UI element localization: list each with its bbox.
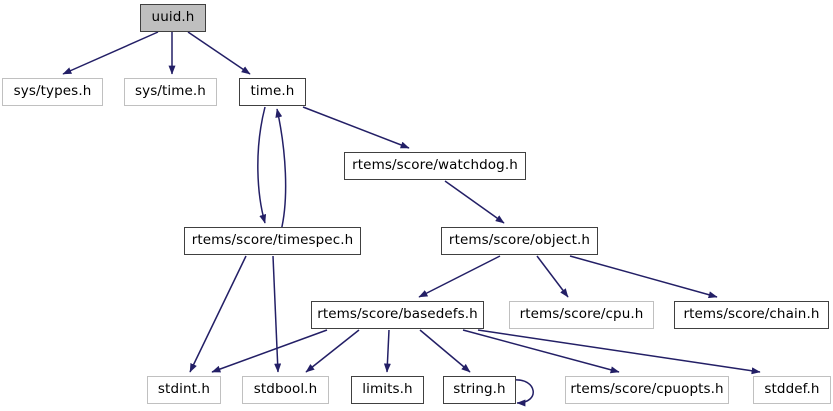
node-uuid-h[interactable]: uuid.h xyxy=(140,4,206,32)
node-label: rtems/score/cpu.h xyxy=(519,306,644,323)
node-rtems-score-object-h[interactable]: rtems/score/object.h xyxy=(441,227,598,255)
edge-time-to-watchdog xyxy=(302,106,410,149)
node-label: rtems/score/basedefs.h xyxy=(317,306,478,323)
node-time-h[interactable]: time.h xyxy=(239,78,306,106)
node-label: rtems/score/chain.h xyxy=(683,306,820,323)
node-label: stdint.h xyxy=(157,381,211,398)
node-string-h[interactable]: string.h xyxy=(443,376,516,404)
node-rtems-score-cpuopts-h[interactable]: rtems/score/cpuopts.h xyxy=(565,376,729,404)
node-rtems-score-cpu-h[interactable]: rtems/score/cpu.h xyxy=(509,301,654,329)
edge-uuid-to-time xyxy=(187,31,251,75)
node-label: stddef.h xyxy=(764,381,820,398)
edge-basedefs-to-cpuopts xyxy=(462,329,620,374)
node-label: rtems/score/cpuopts.h xyxy=(570,381,724,398)
node-label: uuid.h xyxy=(151,9,195,26)
edge-timespec-to-stdbool xyxy=(272,255,282,373)
node-stdint-h[interactable]: stdint.h xyxy=(147,376,221,404)
node-rtems-score-timespec-h[interactable]: rtems/score/timespec.h xyxy=(184,227,361,255)
edge-basedefs-to-stdbool xyxy=(305,329,360,373)
edge-timespec-to-time xyxy=(275,108,287,232)
edge-time-to-timespec xyxy=(257,106,267,224)
node-rtems-score-basedefs-h[interactable]: rtems/score/basedefs.h xyxy=(311,301,484,329)
node-label: rtems/score/object.h xyxy=(448,232,591,249)
node-sys-time-h[interactable]: sys/time.h xyxy=(124,78,217,106)
edge-object-to-cpu xyxy=(536,255,569,298)
node-label: sys/time.h xyxy=(135,83,206,100)
node-limits-h[interactable]: limits.h xyxy=(351,376,424,404)
edge-basedefs-to-stdint xyxy=(211,329,328,373)
node-label: sys/types.h xyxy=(13,83,92,100)
edge-watchdog-to-object xyxy=(444,180,505,224)
edge-basedefs-to-stddef xyxy=(477,329,761,375)
node-label: limits.h xyxy=(362,381,413,398)
edge-timespec-to-stdint xyxy=(189,255,247,373)
node-label: stdbool.h xyxy=(253,381,318,398)
edge-basedefs-to-limits xyxy=(383,329,391,373)
edge-uuid-to-sys-types xyxy=(62,31,159,75)
edge-object-to-basedefs xyxy=(418,255,501,298)
node-sys-types-h[interactable]: sys/types.h xyxy=(2,78,103,106)
node-label: rtems/score/watchdog.h xyxy=(352,157,518,174)
node-stddef-h[interactable]: stddef.h xyxy=(753,376,831,404)
node-label: string.h xyxy=(453,381,506,398)
node-stdbool-h[interactable]: stdbool.h xyxy=(242,376,329,404)
edge-string-self-loop xyxy=(513,379,534,407)
node-label: rtems/score/timespec.h xyxy=(191,232,354,249)
edge-basedefs-to-string xyxy=(419,329,471,373)
node-label: time.h xyxy=(250,83,295,100)
node-rtems-score-watchdog-h[interactable]: rtems/score/watchdog.h xyxy=(344,152,526,180)
edge-object-to-chain xyxy=(569,255,718,299)
node-rtems-score-chain-h[interactable]: rtems/score/chain.h xyxy=(674,301,829,329)
